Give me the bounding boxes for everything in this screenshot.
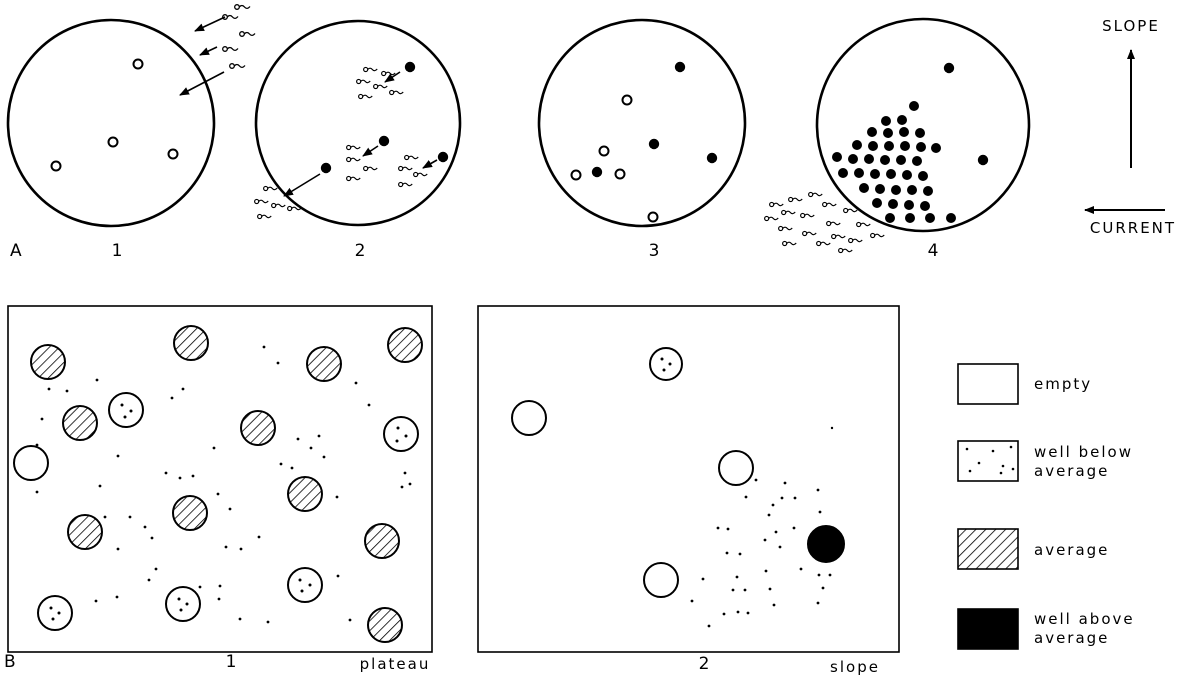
quadrat-circle xyxy=(8,20,214,226)
empty-patch xyxy=(14,446,48,480)
density-legend: empty well below average average well ab… xyxy=(958,364,1135,649)
legend-swatch-average xyxy=(958,529,1018,569)
scattered-individuals xyxy=(691,427,834,628)
map-b2-slope: 2 slope xyxy=(478,306,899,676)
map-caption: plateau xyxy=(360,655,431,673)
frame-a2: 2 xyxy=(255,21,460,261)
legend-item-well-below-average: well below average xyxy=(958,441,1133,481)
empty-sites xyxy=(572,96,658,222)
settled-adults xyxy=(592,62,717,177)
well-below-average-patch xyxy=(650,348,682,380)
legend-swatch-well-above-average xyxy=(958,609,1018,649)
panel-a: A 1 xyxy=(8,5,1176,261)
legend-label-line-2: average xyxy=(1034,462,1109,480)
legend-label-line-1: well above xyxy=(1034,610,1135,628)
frame-a3: 3 xyxy=(539,20,745,261)
slope-label: SLOPE xyxy=(1102,17,1160,35)
panel-b: B xyxy=(4,306,1135,676)
map-caption: slope xyxy=(830,658,880,676)
settled-adults xyxy=(832,63,988,223)
quadrat-circle xyxy=(539,20,745,226)
map-b1-plateau: 1 plateau xyxy=(8,306,432,673)
frame-number: 2 xyxy=(355,241,366,261)
legend-item-empty: empty xyxy=(958,364,1092,404)
well-above-average-patch xyxy=(808,526,844,562)
settlement-arrows xyxy=(180,17,225,95)
direction-key: SLOPE CURRENT xyxy=(1085,17,1176,237)
quadrat-circle xyxy=(817,19,1029,231)
map-frame xyxy=(478,306,899,652)
panel-a-label: A xyxy=(10,241,22,261)
larvae-group xyxy=(255,67,428,218)
legend-label: empty xyxy=(1034,375,1092,393)
frame-number: 1 xyxy=(112,241,123,261)
larvae-group xyxy=(765,192,885,252)
legend-label-line-1: well below xyxy=(1034,443,1133,461)
legend-swatch-empty xyxy=(958,364,1018,404)
larvae-group xyxy=(223,5,255,69)
panel-b-label: B xyxy=(4,652,16,672)
legend-label-line-2: average xyxy=(1034,629,1109,647)
frame-number: 3 xyxy=(649,241,660,261)
map-number: 1 xyxy=(226,652,237,672)
legend-item-average: average xyxy=(958,529,1109,569)
legend-label: average xyxy=(1034,541,1109,559)
scattered-individuals xyxy=(36,346,412,624)
empty-sites xyxy=(52,60,178,171)
frame-number: 4 xyxy=(928,241,939,261)
legend-swatch-well-below-average xyxy=(958,441,1018,481)
map-frame xyxy=(8,306,432,652)
settlement-arrows xyxy=(284,72,437,196)
settled-adults xyxy=(321,62,448,173)
legend-item-well-above-average: well above average xyxy=(958,609,1135,649)
average-patches xyxy=(31,326,422,642)
empty-patches xyxy=(512,401,753,597)
map-number: 2 xyxy=(699,654,710,674)
current-label: CURRENT xyxy=(1090,219,1176,237)
frame-a1: 1 xyxy=(8,5,255,261)
frame-a4: 4 xyxy=(765,19,1029,261)
